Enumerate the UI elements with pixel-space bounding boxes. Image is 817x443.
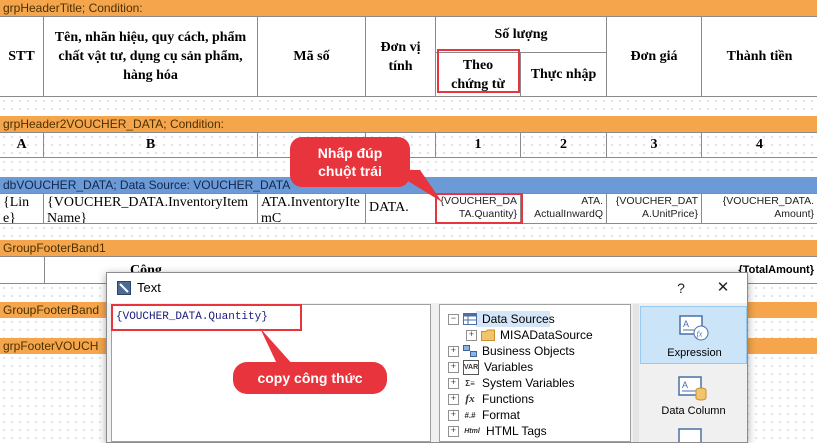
band-spacer: [0, 97, 817, 116]
svg-text:A: A: [682, 380, 688, 390]
expand-icon[interactable]: +: [448, 409, 459, 421]
tree-item-html-tags[interactable]: + Html HTML Tags: [448, 423, 628, 439]
header-table: STT Tên, nhãn hiệu, quy cách, phẩm chất …: [0, 16, 817, 97]
highlight-qty-voucher-header: [437, 49, 520, 93]
band-header-title[interactable]: grpHeaderTitle; Condition:: [0, 0, 817, 16]
band-spacer-3: [0, 224, 817, 240]
data-cell-stt[interactable]: {Line}: [0, 194, 44, 223]
close-button[interactable]: ✕: [716, 279, 730, 296]
tree-item-business-objects[interactable]: + Business Objects: [448, 343, 628, 359]
data-cell-price-line1: {VOUCHER_DAT: [615, 195, 698, 207]
dictionary-tree: − Data Sources + MISADataSource + Busine…: [439, 304, 631, 442]
folder-icon: [481, 329, 495, 342]
callout-double-click: Nhấp đúp chuột trái: [290, 137, 410, 187]
tree-label: Functions: [482, 392, 535, 406]
footer-divider: [44, 257, 45, 283]
tree-item-variables[interactable]: + VAR Variables: [448, 359, 628, 375]
data-cell-code[interactable]: ATA.InventoryItemC: [258, 194, 366, 223]
data-column-mode-label: Data Column: [661, 405, 726, 417]
svg-text:A: A: [683, 319, 689, 329]
expression-text[interactable]: {VOUCHER_DATA.Quantity}: [116, 311, 268, 323]
band-data[interactable]: dbVOUCHER_DATA; Data Source: VOUCHER_DAT…: [0, 177, 817, 193]
expression-mode-label: Expression: [667, 347, 722, 359]
variables-icon: VAR: [463, 359, 479, 375]
format-icon: #.#: [464, 410, 476, 420]
dialog-app-icon: [117, 281, 131, 295]
band-header2[interactable]: grpHeader2VOUCHER_DATA; Condition:: [0, 116, 817, 132]
data-cell-name[interactable]: {VOUCHER_DATA.InventoryItemName}: [44, 194, 258, 223]
tree-label: HTML Tags: [486, 424, 547, 438]
expand-icon[interactable]: +: [448, 393, 459, 405]
header-price[interactable]: Đơn giá: [607, 17, 702, 96]
data-cell-qty-actual-line2: ActualInwardQ: [534, 208, 603, 220]
html-tags-icon: Html: [464, 427, 480, 435]
expand-icon[interactable]: +: [448, 345, 459, 357]
tree-item-data-sources[interactable]: − Data Sources: [448, 311, 628, 327]
header-qty-actual[interactable]: Thực nhập: [521, 53, 607, 96]
data-column-icon: A: [678, 376, 708, 402]
expand-icon[interactable]: +: [466, 329, 477, 341]
header-name[interactable]: Tên, nhãn hiệu, quy cách, phẩm chất vật …: [44, 17, 258, 96]
tree-label: Format: [482, 408, 521, 422]
business-objects-icon: [463, 345, 477, 358]
index-cell-4[interactable]: 4: [756, 137, 763, 152]
panel-splitter[interactable]: [633, 304, 639, 442]
tree-selected-row-bg: [476, 311, 550, 327]
callout-copy: copy công thức: [233, 362, 387, 394]
index-cell-a[interactable]: A: [0, 133, 44, 157]
data-cell-amount-line1: {VOUCHER_DATA.: [722, 195, 814, 207]
header-code[interactable]: Mã số: [258, 17, 366, 96]
system-variables-icon: Σ≡: [465, 378, 475, 388]
tree-label: System Variables: [482, 376, 575, 390]
data-cell-qty-actual[interactable]: ATA. ActualInwardQ: [521, 194, 607, 223]
index-cell-b[interactable]: B: [44, 133, 258, 157]
third-mode-button[interactable]: [678, 428, 708, 442]
tree-label: Variables: [484, 360, 534, 374]
header-stt[interactable]: STT: [0, 17, 44, 96]
header-quantity-group[interactable]: Số lượng: [436, 17, 607, 53]
header-amount[interactable]: Thành tiền: [726, 49, 793, 64]
tree-label: Business Objects: [482, 344, 575, 358]
expand-icon[interactable]: +: [448, 377, 459, 389]
data-cell-amount[interactable]: {VOUCHER_DATA. Amount}: [702, 194, 817, 223]
data-cell-qty-voucher[interactable]: {VOUCHER_DATA.Quantity}: [436, 194, 521, 223]
header-qty-voucher[interactable]: Theo chứng từ: [436, 53, 521, 96]
tree-item-format[interactable]: + #.# Format: [448, 407, 628, 423]
index-cell-1[interactable]: 1: [436, 133, 521, 157]
footer-total-amount[interactable]: {TotalAmount}: [738, 264, 814, 276]
band-footer1[interactable]: GroupFooterBand1: [0, 240, 817, 256]
index-cell-2[interactable]: 2: [521, 133, 607, 157]
functions-icon: fx: [465, 393, 475, 405]
dialog-title: Text: [137, 280, 161, 295]
tree-item-misadatasource[interactable]: + MISADataSource: [448, 327, 628, 343]
data-cell-qty-actual-line1: ATA.: [581, 195, 603, 207]
collapse-icon[interactable]: −: [448, 313, 459, 325]
svg-text:fx: fx: [697, 330, 703, 339]
tree-label: MISADataSource: [500, 328, 593, 342]
highlight-qty-voucher-cell: [435, 193, 523, 224]
data-column-mode-button[interactable]: A Data Column: [640, 368, 747, 422]
callout-pointer-copy: [260, 328, 294, 366]
expand-icon[interactable]: +: [448, 425, 459, 437]
data-row: {Line} {VOUCHER_DATA.InventoryItemName} …: [0, 193, 817, 224]
tree-item-system-variables[interactable]: + Σ≡ System Variables: [448, 375, 628, 391]
tree-label: Data Sources: [482, 312, 555, 326]
index-cell-3[interactable]: 3: [607, 133, 702, 157]
help-button[interactable]: ?: [677, 280, 685, 296]
expand-icon[interactable]: +: [448, 361, 459, 373]
data-cell-price-line2: A.UnitPrice}: [641, 208, 698, 220]
tree-list: − Data Sources + MISADataSource + Busine…: [448, 311, 628, 439]
tree-item-functions[interactable]: + fx Functions: [448, 391, 628, 407]
highlight-expression: [111, 304, 302, 331]
data-cell-amount-line2: Amount}: [774, 208, 814, 220]
text-dialog: Text ? ✕ {VOUCHER_DATA.Quantity} − Data …: [106, 272, 748, 443]
dialog-title-bar[interactable]: Text ? ✕: [107, 273, 747, 303]
datasource-icon: [463, 313, 477, 326]
data-cell-price[interactable]: {VOUCHER_DAT A.UnitPrice}: [607, 194, 702, 223]
header-unit[interactable]: Đơn vị tính: [366, 17, 436, 96]
index-cell-d[interactable]: [366, 133, 436, 157]
